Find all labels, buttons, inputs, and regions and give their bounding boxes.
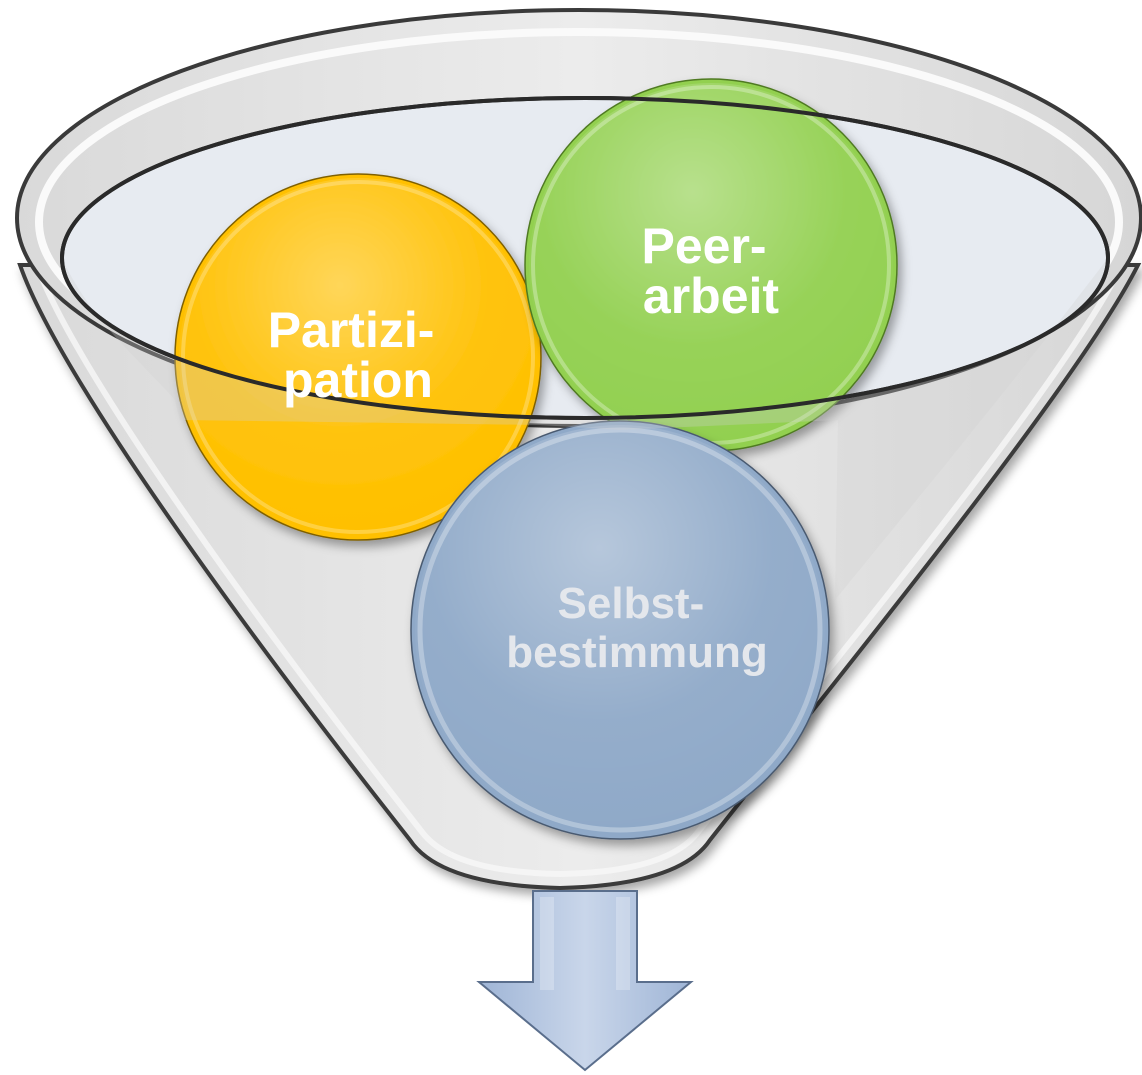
label-peerarbeit-line-1: Peer- bbox=[642, 218, 767, 274]
funnel-front-overlay bbox=[62, 258, 1108, 600]
label-peerarbeit-line-2: arbeit bbox=[643, 268, 780, 324]
down-arrow-shading bbox=[540, 897, 630, 990]
down-arrow-icon bbox=[476, 890, 694, 1072]
label-partizipation: Partizi- pation bbox=[268, 302, 449, 408]
label-peerarbeit: Peer- arbeit bbox=[642, 218, 781, 324]
label-partizipation-line-2: pation bbox=[283, 352, 433, 408]
circle-peerarbeit bbox=[524, 78, 898, 452]
funnel-opening-front-edge bbox=[60, 96, 1110, 420]
circle-selbstbestimmung bbox=[410, 420, 830, 840]
label-partizipation-line-1: Partizi- bbox=[268, 302, 435, 358]
label-selbstbestimmung-line-1: Selbst- bbox=[558, 579, 705, 628]
funnel-inner-edge bbox=[35, 266, 1123, 878]
label-selbstbestimmung-line-2: bestimmung bbox=[506, 628, 768, 677]
label-selbstbestimmung: Selbst- bestimmung bbox=[506, 579, 768, 677]
circle-partizipation bbox=[174, 173, 542, 541]
